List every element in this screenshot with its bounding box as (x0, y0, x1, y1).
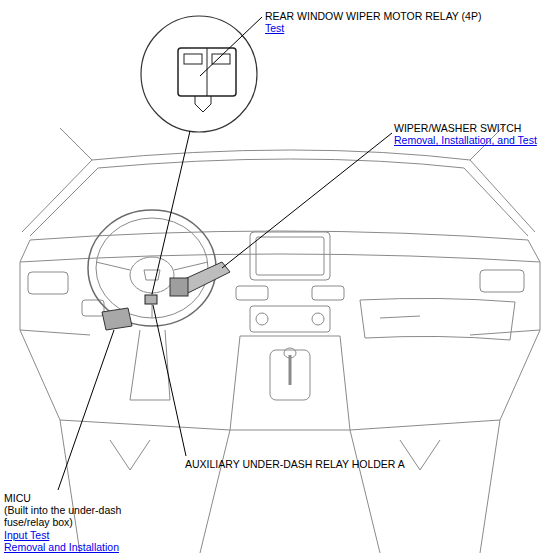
part-name: MICU (4, 492, 31, 504)
glove-box (360, 298, 515, 340)
relay-inset (141, 16, 257, 132)
leader-lines (58, 17, 392, 490)
windshield-inner (30, 159, 528, 236)
link-text: Removal, Installation, and Test (394, 134, 537, 146)
steering-hub (130, 257, 174, 293)
display-inner (256, 237, 324, 275)
footwell (20, 330, 540, 553)
vent (312, 286, 344, 300)
vent (236, 286, 268, 300)
console-base (200, 430, 380, 553)
knob (256, 313, 268, 325)
relay-clip (195, 96, 211, 112)
relay-terminal (184, 54, 202, 64)
display-screen (250, 232, 330, 280)
vent (480, 270, 524, 292)
part-note: (Built into the under-dash fuse/relay bo… (4, 504, 154, 528)
lower-dash (60, 420, 500, 430)
climate-panel (250, 306, 330, 332)
wiper-washer-switch (170, 262, 230, 296)
shifter (289, 355, 292, 385)
switch-body (170, 278, 188, 296)
relay-holder (145, 295, 157, 304)
leader-line (58, 330, 114, 490)
leader-line (200, 17, 262, 76)
shifter-knob (284, 348, 296, 358)
relay-body (178, 48, 236, 96)
dashboard-outline (20, 125, 540, 553)
pedal (110, 440, 440, 470)
part-name: AUXILIARY UNDER-DASH RELAY HOLDER A (185, 458, 405, 470)
link-text: Test (265, 22, 284, 34)
knob (312, 313, 324, 325)
part-name: WIPER/WASHER SWITCH (394, 122, 521, 134)
windshield (22, 150, 535, 232)
inset-circle (141, 16, 257, 132)
micu-box (102, 308, 132, 330)
glove-box-handle (380, 316, 420, 318)
link-text: Input Test (4, 529, 49, 541)
leader-line (153, 305, 186, 456)
relay-divider (207, 48, 208, 96)
part-name: REAR WINDOW WIPER MOTOR RELAY (4P) (265, 10, 481, 22)
vent (28, 272, 68, 294)
steering-wheel-inner (96, 218, 208, 318)
steering-wheel (88, 210, 216, 326)
center-console (230, 336, 350, 430)
link-text: Removal and Installation (4, 541, 119, 553)
leader-line (152, 131, 190, 294)
leader-line (222, 133, 392, 268)
steering-column (130, 330, 170, 400)
